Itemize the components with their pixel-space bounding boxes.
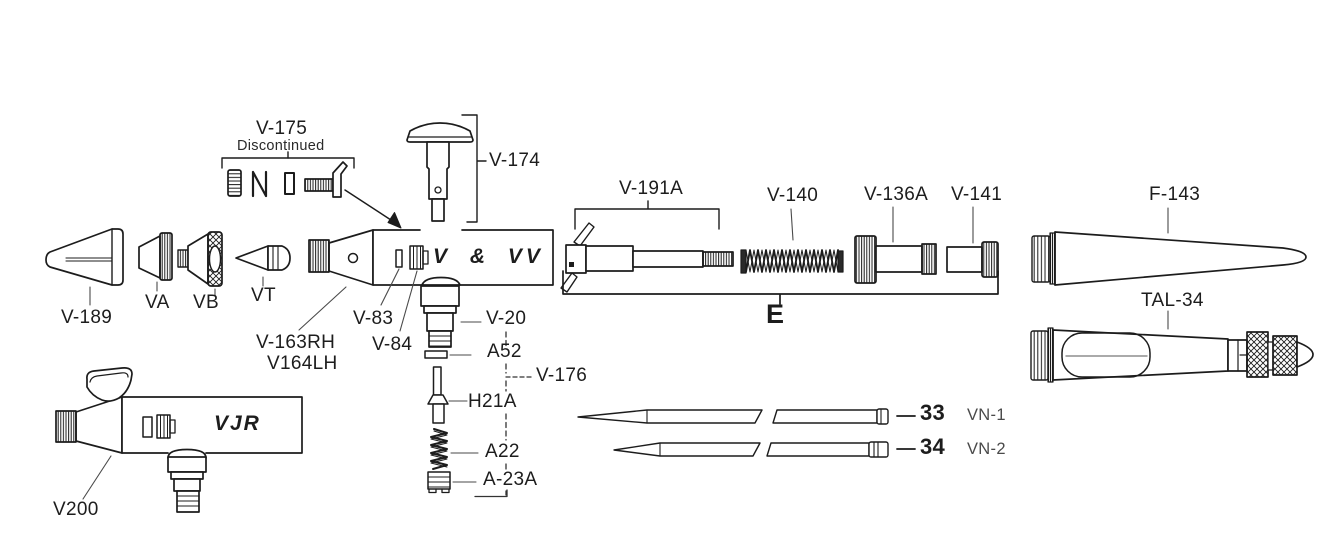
vb-aircap-body: [177, 231, 223, 287]
label-vn1: VN-1: [967, 406, 1006, 424]
v176-connector: [474, 331, 532, 498]
v20-valve: [420, 285, 460, 348]
label-vn2: VN-2: [967, 440, 1006, 458]
body-model-text-vjr: VJR: [214, 412, 261, 435]
vt-tip: [235, 245, 291, 271]
label-v83: V-83: [353, 308, 394, 329]
label-v191a: V-191A: [619, 178, 684, 199]
e-bracket: [562, 270, 999, 305]
label-tal34: TAL-34: [1141, 290, 1204, 311]
label-e: E: [766, 299, 785, 329]
body-model-text-v-vv: V & VV: [433, 245, 544, 268]
v136a-valve-body: [854, 235, 937, 284]
v175-discontinued-group: [221, 151, 402, 229]
label-va: VA: [145, 292, 170, 313]
label-a22: A22: [485, 441, 520, 462]
label-v141: V-141: [951, 184, 1003, 205]
v189-handle-cap: [45, 228, 124, 286]
v140-spring: [740, 249, 844, 274]
vjr-airbrush: [55, 367, 303, 513]
label-a23a: A-23A: [483, 469, 538, 490]
va-aircap: [138, 232, 173, 281]
tal34-handle: [1030, 327, 1314, 383]
label-h21a: H21A: [468, 391, 517, 412]
label-33: 33: [920, 400, 946, 425]
label-34: 34: [920, 434, 946, 459]
a23a-screw: [427, 471, 451, 494]
needle-vn1: [577, 408, 916, 425]
label-v200: V200: [53, 499, 99, 520]
a52-washer: [424, 350, 448, 359]
v191a-plunger-lever: [560, 200, 734, 293]
e-assembly: [560, 200, 999, 305]
label-v84: V-84: [372, 334, 413, 355]
label-v163rh: V-163RH: [256, 332, 336, 353]
label-v176: V-176: [536, 365, 588, 386]
label-v175: V-175: [256, 118, 308, 139]
v174-trigger: [406, 114, 487, 223]
label-vt: VT: [251, 285, 276, 306]
v141-nut: [946, 241, 999, 278]
label-v140: V-140: [767, 185, 819, 206]
label-v189: V-189: [61, 307, 113, 328]
label-v164lh: V164LH: [267, 353, 338, 374]
main-body-v-vv: [308, 229, 554, 286]
label-v136a: V-136A: [864, 184, 929, 205]
label-f143: F-143: [1149, 184, 1201, 205]
label-discontinued: Discontinued: [237, 138, 325, 154]
a22-spring: [430, 428, 448, 470]
label-v20: V-20: [486, 308, 527, 329]
needle-vn2: [613, 441, 916, 458]
label-a52: A52: [487, 341, 522, 362]
f143-handle: [1031, 231, 1307, 286]
label-vb: VB: [193, 292, 219, 313]
label-v174: V-174: [489, 150, 541, 171]
leader-lines: [82, 206, 1169, 500]
h21a-plunger: [427, 366, 449, 424]
